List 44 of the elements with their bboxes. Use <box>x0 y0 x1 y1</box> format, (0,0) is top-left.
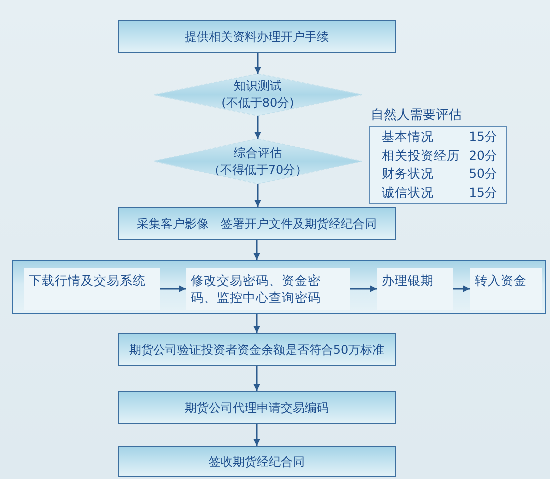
arrow <box>254 53 262 74</box>
step-text: 采集客户影像 签署开户文件及期货经纪合同 <box>137 216 377 232</box>
score-value: 15分 <box>469 128 499 146</box>
step-box <box>470 268 542 310</box>
step-box <box>186 268 350 310</box>
step-text: 期货公司代理申请交易编码 <box>185 400 329 416</box>
criteria-name: 基本情况 <box>381 128 435 146</box>
decision-diamond <box>154 139 362 184</box>
step-box <box>377 268 453 310</box>
process-box <box>118 207 396 240</box>
step-text: 签收期货经纪合同 <box>209 454 305 470</box>
score-value: 20分 <box>469 146 499 164</box>
process-box <box>118 391 396 424</box>
criteria-heading: 自然人需要评估 <box>371 107 462 124</box>
step-text: 办理银期 <box>382 272 435 289</box>
arrow <box>254 366 260 391</box>
arrow <box>254 314 260 333</box>
arrow <box>254 424 260 446</box>
step-text: 提供相关资料办理开户手续 <box>185 28 329 44</box>
arrow <box>254 240 260 260</box>
process-box <box>118 333 396 366</box>
arrow <box>160 286 186 292</box>
decision-title: 综合评估 <box>234 146 282 160</box>
decision-note: (不低于80分) <box>222 96 294 110</box>
criteria-name: 财务状况 <box>381 165 435 183</box>
step-text: 转入资金 <box>475 272 528 289</box>
decision-note: （不得低于70分） <box>208 162 308 176</box>
process-group-box <box>12 260 546 314</box>
step-text: 期货公司验证投资者资金余额是否符合50万标准 <box>129 342 385 358</box>
criteria-name: 诚信状况 <box>381 184 435 202</box>
arrow <box>350 286 377 292</box>
process-box <box>118 446 396 477</box>
score-value: 50分 <box>469 165 499 183</box>
decision-title: 知识测试 <box>234 79 282 93</box>
criteria-name: 相关投资经历 <box>381 146 461 164</box>
step-text: 修改交易密码、资金密码、监控中心查询密码 <box>191 272 322 306</box>
arrow <box>453 286 470 292</box>
arrow <box>254 184 262 207</box>
step-box <box>24 268 160 310</box>
step-text: 下载行情及交易系统 <box>29 272 147 289</box>
arrow <box>254 116 262 139</box>
process-box <box>118 20 396 53</box>
decision-diamond <box>154 74 362 116</box>
score-value: 15分 <box>469 184 499 202</box>
